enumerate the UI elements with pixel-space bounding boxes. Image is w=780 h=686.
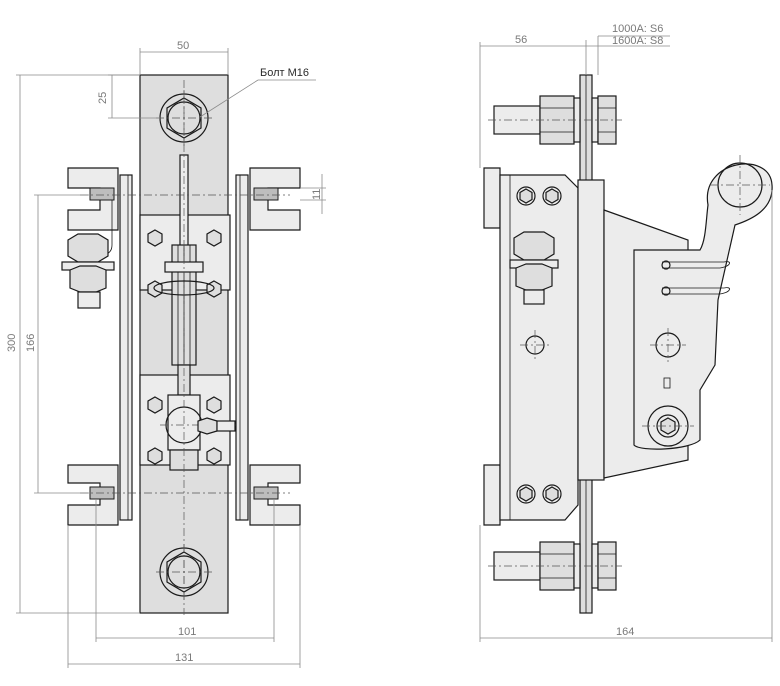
- side-bottom-bolt: [488, 541, 622, 591]
- side-mid-bolt: [509, 231, 559, 305]
- operating-lever: [633, 163, 773, 450]
- dim-total-height: 300: [6, 334, 18, 352]
- dim-side-width: 164: [616, 626, 634, 638]
- side-lower-bracket: [483, 464, 501, 526]
- front-side-stud: [61, 200, 115, 309]
- side-upper-bracket: [483, 167, 501, 229]
- front-right-rail: [235, 174, 249, 521]
- dim-top-offset: 25: [97, 92, 109, 104]
- dim-right-gap: 11: [311, 189, 323, 200]
- side-top-bolt: [488, 95, 622, 145]
- dim-side-offset: 56: [515, 34, 527, 46]
- top-clamps: [67, 167, 301, 231]
- front-left-rail: [119, 174, 133, 521]
- side-small-bolts: [516, 186, 562, 504]
- plate-nuts: [147, 229, 222, 465]
- dim-outer-width: 131: [175, 652, 193, 664]
- dim-inner-width: 101: [178, 626, 196, 638]
- side-view: 56 1000А: S6 1600А: S8 164: [479, 23, 773, 642]
- dim-top-width: 50: [177, 40, 189, 52]
- variant-1600-label: 1600А: S8: [612, 35, 663, 47]
- lever-spring-lower: [662, 287, 730, 295]
- lever-spring-upper: [662, 261, 730, 269]
- variant-1000-label: 1000А: S6: [612, 23, 663, 35]
- front-view: Болт М16 50 25 11 300 166 101: [6, 40, 326, 668]
- side-rear-panel: [577, 179, 605, 481]
- dim-mid-height: 166: [25, 334, 37, 352]
- side-body: [499, 174, 579, 521]
- bolt-label: Болт М16: [260, 67, 309, 79]
